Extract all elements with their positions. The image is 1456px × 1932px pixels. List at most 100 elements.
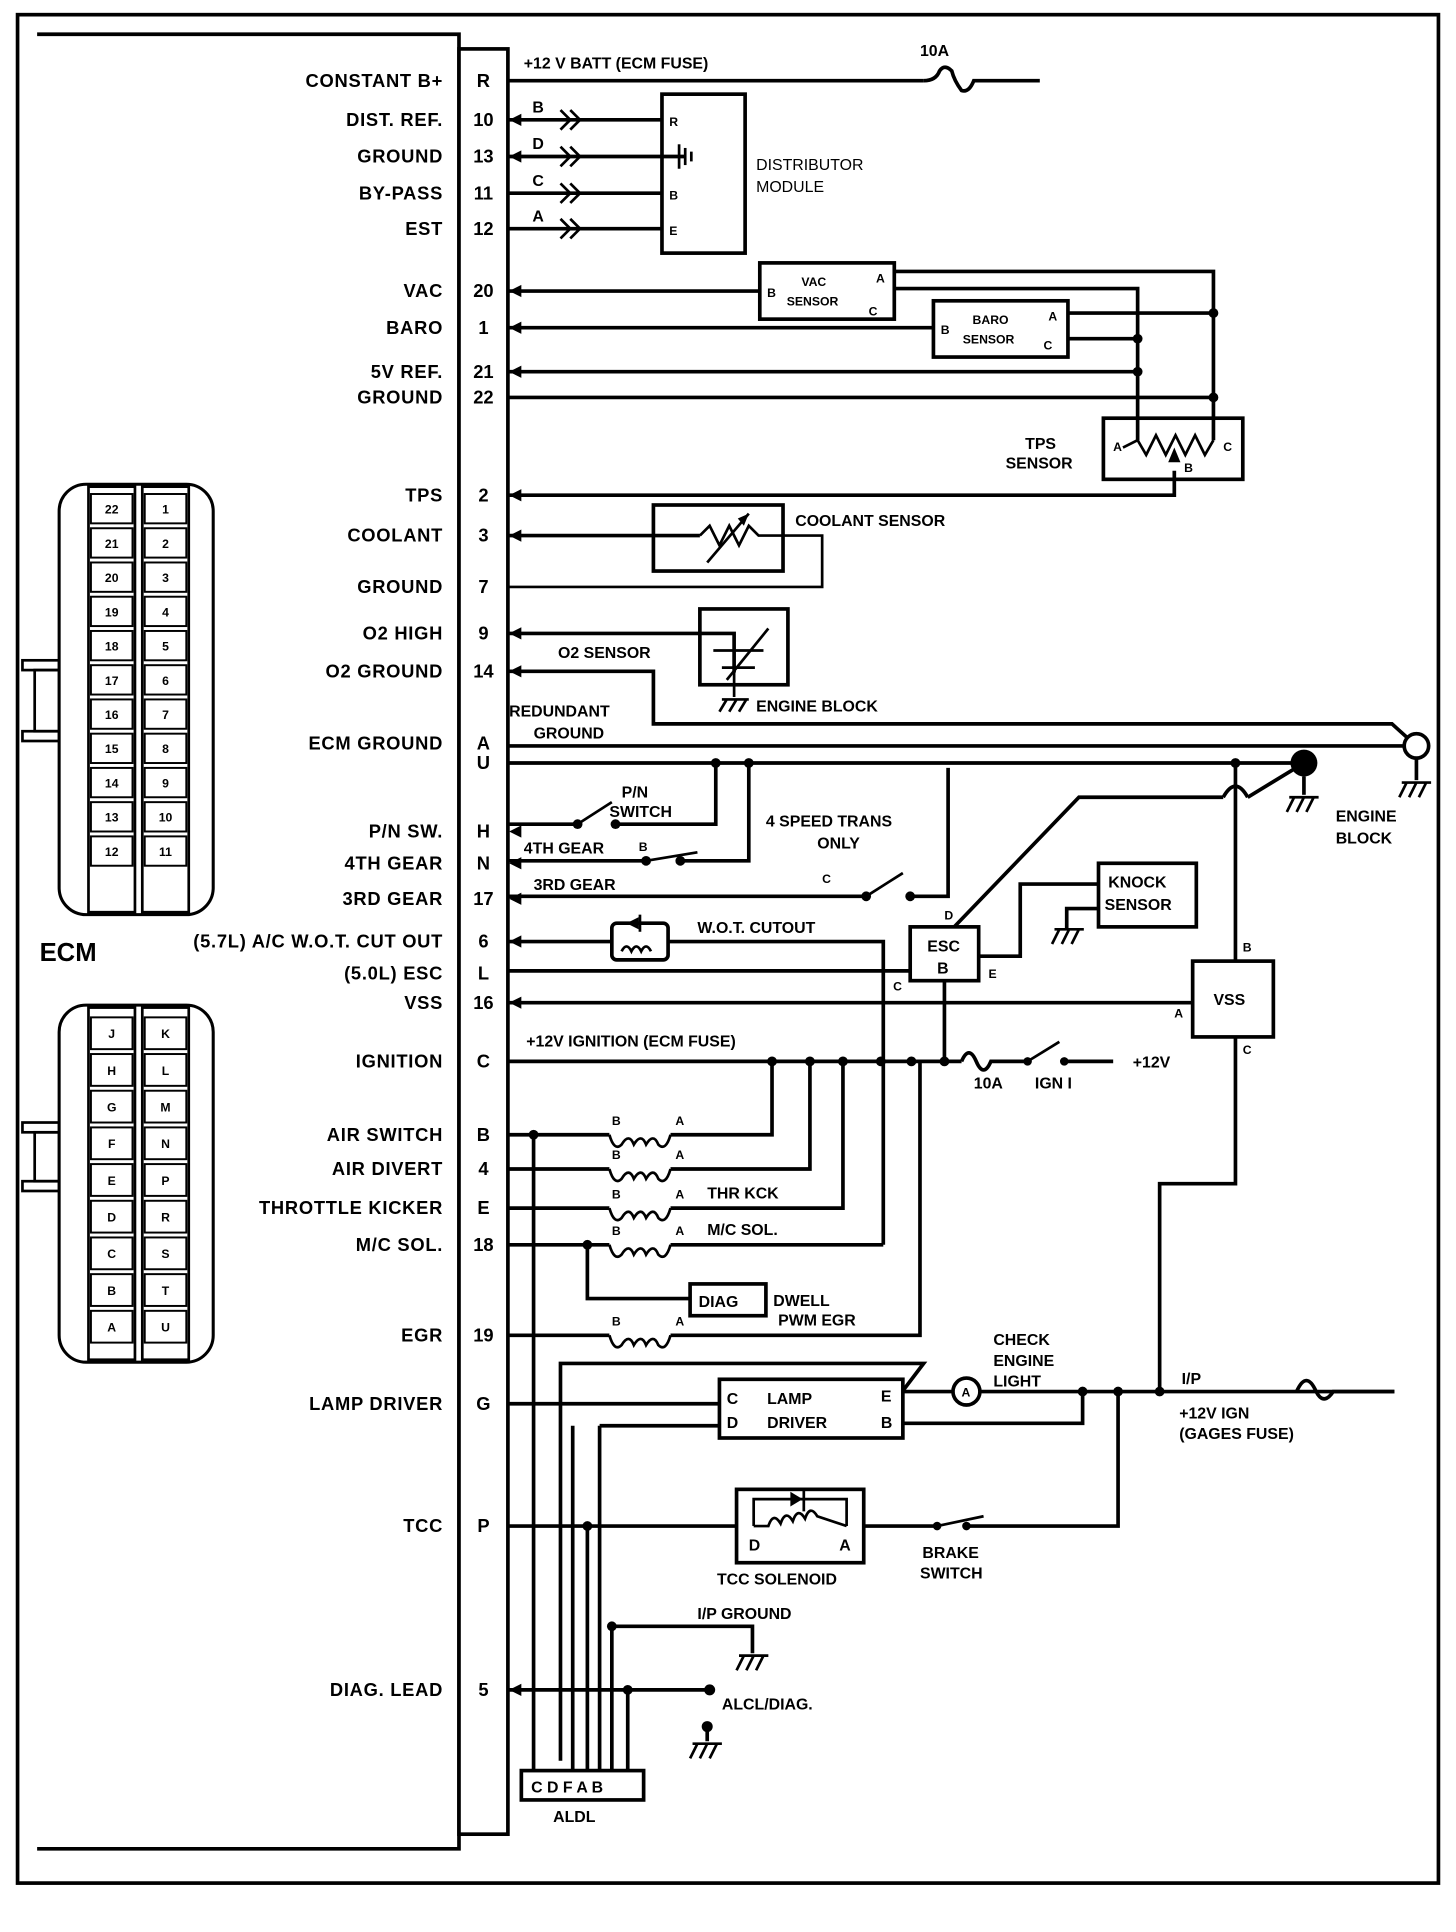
connector-cell bbox=[89, 493, 134, 525]
solenoid-pin-label: A bbox=[675, 1314, 684, 1328]
aldl-circuit: I/P GROUND ALCL/DIAG. C D F A B ALDL bbox=[507, 1425, 813, 1826]
connector-cell bbox=[89, 698, 134, 730]
connector-cell-label: 21 bbox=[105, 537, 119, 551]
ecm-pin-label: (5.0L) ESC bbox=[344, 962, 443, 983]
four-speed-label: 4 SPEED TRANS bbox=[766, 814, 892, 831]
baro-pin-b: B bbox=[941, 323, 950, 337]
solenoid-pin-label: B bbox=[612, 1314, 621, 1328]
batt-label: +12 V BATT (ECM FUSE) bbox=[524, 55, 709, 72]
connector-cell-label: 5 bbox=[162, 640, 169, 654]
aldl-label: ALDL bbox=[553, 1809, 596, 1826]
ecm-pin-number: 19 bbox=[473, 1324, 493, 1345]
dist-pin-b: B bbox=[669, 188, 678, 202]
ignition-label: +12V IGNITION (ECM FUSE) bbox=[526, 1034, 736, 1051]
solenoid-pin-label: B bbox=[612, 1114, 621, 1128]
connector-cell bbox=[143, 1199, 188, 1234]
connector-cell-label: N bbox=[161, 1137, 170, 1151]
vss-label: VSS bbox=[1213, 992, 1245, 1009]
connector-cell-label: S bbox=[161, 1247, 169, 1261]
connector-cell-label: 3 bbox=[162, 571, 169, 585]
knock-sensor-label: KNOCK bbox=[1108, 875, 1167, 892]
connector-cell-label: L bbox=[162, 1064, 170, 1078]
connector-cell-label: D bbox=[107, 1211, 116, 1225]
dist-wire-a: A bbox=[532, 208, 544, 225]
connector-cell-label: 10 bbox=[159, 811, 173, 825]
outer-frame bbox=[15, 12, 1441, 1885]
ecm-pin-label: THROTTLE KICKER bbox=[259, 1197, 443, 1218]
vac-pin-b: B bbox=[767, 286, 776, 300]
ecm-pin-label: (5.7L) A/C W.O.T. CUT OUT bbox=[193, 931, 443, 952]
tps-sensor-label: TPS bbox=[1025, 436, 1056, 453]
ecm-pin-label: TCC bbox=[403, 1515, 443, 1536]
ip-ground-label: I/P GROUND bbox=[697, 1606, 791, 1623]
ecm-pin-number: G bbox=[476, 1393, 490, 1414]
connector-cell-label: F bbox=[108, 1137, 116, 1151]
solenoid-pin-label: A bbox=[675, 1148, 684, 1162]
ecm-pin-label: P/N SW. bbox=[369, 821, 443, 842]
lamp-pin-c: C bbox=[727, 1391, 739, 1408]
four-speed-label-2: ONLY bbox=[817, 836, 860, 853]
connector-cell bbox=[143, 1309, 188, 1344]
tcc-pin-a: A bbox=[839, 1537, 851, 1554]
fourth-gear-label: 4TH GEAR bbox=[524, 841, 605, 858]
ign-switch-label: IGN I bbox=[1035, 1075, 1072, 1092]
connector-cell bbox=[143, 1236, 188, 1271]
ecm-pin-number: 16 bbox=[473, 992, 493, 1013]
vss-pin-c: C bbox=[1243, 1043, 1252, 1057]
dwell-label-2: PWM EGR bbox=[778, 1312, 856, 1329]
dist-module-label-2: MODULE bbox=[756, 179, 824, 196]
connector-cell bbox=[143, 698, 188, 730]
connector-cell bbox=[143, 1053, 188, 1087]
brake-switch-label-2: SWITCH bbox=[920, 1566, 983, 1583]
ecm-pin-label: GROUND bbox=[357, 576, 443, 597]
connector-cell bbox=[89, 1053, 134, 1087]
solenoid-pin-label: A bbox=[675, 1224, 684, 1238]
connector-cell-label: 7 bbox=[162, 708, 169, 722]
lamp-pin-e: E bbox=[881, 1388, 892, 1405]
wot-cutout-label: W.O.T. CUTOUT bbox=[697, 920, 815, 937]
connector-cell bbox=[89, 732, 134, 764]
ign-fuse-label: 10A bbox=[974, 1075, 1004, 1092]
ecm-pin-number: 20 bbox=[473, 280, 493, 301]
lamp-driver: C D E B LAMP DRIVER A CHECK ENGINE LIGHT… bbox=[507, 1332, 1395, 1761]
connector-cell-label: 22 bbox=[105, 503, 119, 517]
connector-cell bbox=[143, 1163, 188, 1197]
connector-cell-label: 16 bbox=[105, 708, 119, 722]
ecm-pin-label: AIR SWITCH bbox=[327, 1124, 443, 1145]
connector-cell-label: 18 bbox=[105, 640, 119, 654]
thr-kck-label: THR KCK bbox=[707, 1185, 779, 1202]
ecm-pin-label: GROUND bbox=[357, 387, 443, 408]
ecm-pin-label: 4TH GEAR bbox=[345, 852, 444, 873]
connector-cell-label: 11 bbox=[159, 845, 172, 859]
ecm-pin-label: VSS bbox=[404, 992, 443, 1013]
lamp-bulb-a: A bbox=[962, 1385, 971, 1399]
connector-cell bbox=[143, 561, 188, 593]
connector-cell bbox=[143, 732, 188, 764]
ecm-pin-label: VAC bbox=[404, 280, 444, 301]
map-baro-tps-sensors: B VAC SENSOR A C B BARO SENSOR A C A B C… bbox=[507, 261, 1245, 498]
baro-sensor-label: BARO bbox=[973, 313, 1009, 327]
ecm-pin-number: 4 bbox=[478, 1158, 489, 1179]
connector-cell-label: 12 bbox=[105, 845, 119, 859]
connector-cell bbox=[143, 629, 188, 662]
ecm-pin-number: 11 bbox=[474, 182, 493, 203]
engine-block-right-label: ENGINE bbox=[1336, 809, 1397, 826]
dist-pin-r: R bbox=[669, 115, 678, 129]
ecm-pin-number: U bbox=[477, 752, 490, 773]
pin-strip bbox=[457, 47, 510, 1837]
connector-cell bbox=[143, 1126, 188, 1161]
ecm-pin-number: C bbox=[477, 1050, 490, 1071]
dist-wire-c: C bbox=[532, 173, 544, 190]
connector-cell bbox=[89, 835, 134, 867]
esc-pin-c: C bbox=[893, 979, 902, 993]
lamp-pin-b: B bbox=[881, 1415, 892, 1432]
lamp-driver-label-2: DRIVER bbox=[767, 1415, 828, 1432]
ecm-pin-number: 14 bbox=[473, 660, 494, 681]
connector-cell-label: 17 bbox=[105, 674, 119, 688]
tps-sensor-label-2: SENSOR bbox=[1006, 455, 1074, 472]
battery-feed: +12 V BATT (ECM FUSE) 10A bbox=[507, 43, 1040, 93]
